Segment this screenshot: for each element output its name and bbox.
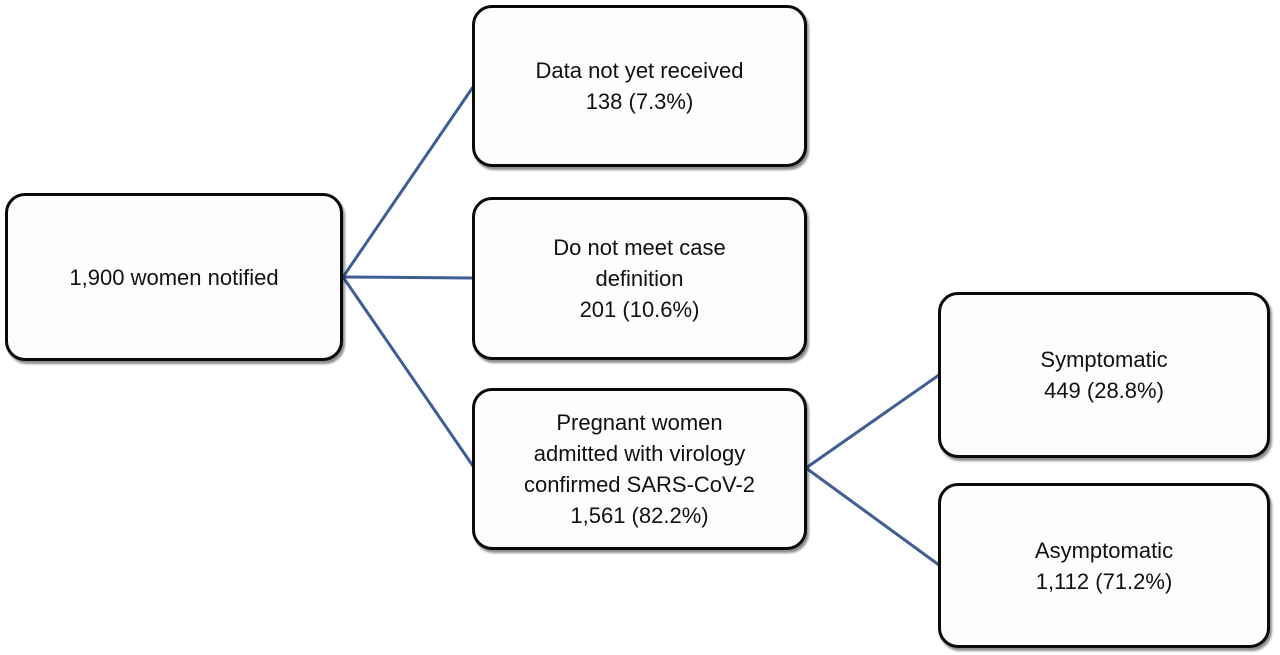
node-value: 201 (10.6%)	[579, 297, 700, 322]
edge-notified-to-no-case-def	[342, 275, 474, 280]
node-value: 449 (28.8%)	[1044, 378, 1164, 403]
node-asymptomatic: Asymptomatic 1,112 (71.2%)	[938, 483, 1270, 648]
node-label: confirmed SARS-CoV-2	[523, 472, 756, 497]
node-do-not-meet-case-definition: Do not meet case definition 201 (10.6%)	[472, 197, 807, 360]
node-label: definition	[595, 266, 684, 291]
node-women-notified: 1,900 women notified	[5, 193, 343, 361]
edge-confirmed-to-asymptomatic	[805, 466, 940, 567]
node-label: Data not yet received	[535, 58, 744, 83]
node-label: Asymptomatic	[1034, 537, 1174, 563]
edge-notified-to-confirmed	[341, 276, 475, 467]
node-confirmed-sars-cov-2: Pregnant women admitted with virology co…	[472, 388, 807, 550]
node-label: Symptomatic	[1040, 347, 1168, 372]
node-label: Do not meet case	[553, 235, 726, 260]
node-symptomatic: Symptomatic 449 (28.8%)	[938, 292, 1270, 458]
node-value: 138 (7.3%)	[585, 89, 694, 114]
node-value: 1,561 (82.2%)	[570, 503, 709, 528]
edge-confirmed-to-symptomatic	[805, 373, 940, 470]
node-data-not-yet-received: Data not yet received 138 (7.3%)	[472, 5, 807, 167]
edge-notified-to-not-received	[341, 86, 475, 278]
node-label: Pregnant women	[556, 410, 723, 435]
node-label: 1,900 women notified	[69, 264, 279, 290]
node-label: admitted with virology	[533, 441, 746, 466]
node-value: 1,112 (71.2%)	[1035, 568, 1173, 594]
